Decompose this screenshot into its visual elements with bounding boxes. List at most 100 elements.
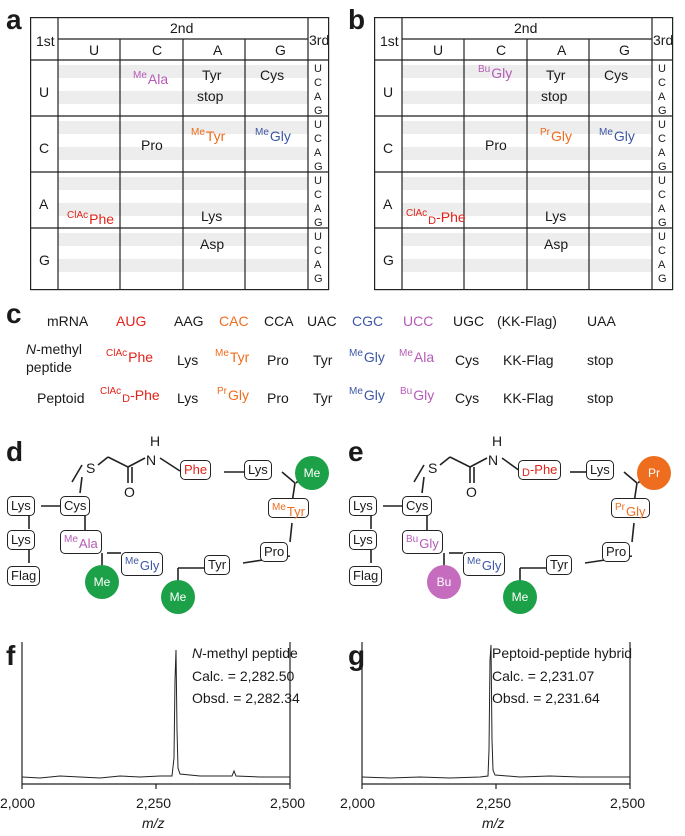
col-u-b: U <box>433 42 444 58</box>
panel-label-a: a <box>6 4 22 35</box>
pt-tyr: Tyr <box>313 390 333 406</box>
cell-a-stop: stop <box>197 88 224 104</box>
panel-label-d: d <box>6 436 24 467</box>
row-u: U <box>39 84 50 100</box>
cell-b-cys: Cys <box>604 67 629 83</box>
g-xtick-2000: 2,000 <box>340 795 376 811</box>
pt-pr-gly: PrGly <box>217 386 249 403</box>
spectrum-f-obsd: Obsd. = 2,282.34 <box>192 690 300 706</box>
row-g: G <box>39 252 50 268</box>
atom-s-d: S <box>86 460 96 476</box>
header-1st-b: 1st <box>380 33 399 49</box>
nm-pro: Pro <box>267 352 289 368</box>
node-e-tyr: Tyr <box>546 555 573 575</box>
bu-circle-e: Bu <box>427 565 461 599</box>
col-u: U <box>89 42 100 58</box>
codon-cgc: CGC <box>352 313 384 329</box>
header-3rd-b: 3rd <box>653 32 674 48</box>
codon-aag: AAG <box>174 313 204 329</box>
node-e-lys1: Lys <box>586 460 614 480</box>
codon-table-b <box>374 17 674 291</box>
codon-ucc: UCC <box>403 313 434 329</box>
node-d-flag: Flag <box>7 566 41 586</box>
node-e-pr-gly: PrGly <box>611 498 650 519</box>
atom-h-d: H <box>150 433 161 449</box>
cell-b-pro: Pro <box>485 137 507 153</box>
col-a: A <box>213 42 223 58</box>
row-a: A <box>39 196 49 212</box>
codon-cca: CCA <box>264 313 294 329</box>
spectrum-f-calc: Calc. = 2,282.50 <box>192 668 295 684</box>
pt-stop: stop <box>587 390 614 406</box>
cell-a-lys: Lys <box>201 208 223 224</box>
f-xlabel: m/z <box>142 815 165 831</box>
node-e-me-gly: MeGly <box>463 552 506 576</box>
col-c-b: C <box>496 42 507 58</box>
atom-s-e: S <box>428 460 438 476</box>
panel-label-g: g <box>348 640 366 671</box>
cell-b-me-gly: MeGly <box>599 127 635 144</box>
panel-label-e: e <box>348 436 364 467</box>
pt-pro: Pro <box>267 390 289 406</box>
header-2nd-b: 2nd <box>514 20 538 36</box>
atom-n-e: N <box>488 452 499 468</box>
atom-o-d: O <box>124 484 135 500</box>
f-xtick-2250: 2,250 <box>136 795 172 811</box>
row-u-b: U <box>383 84 394 100</box>
cell-a-clac-phe: ClAcPhe <box>67 210 115 227</box>
panel-label-f: f <box>6 640 16 671</box>
node-e-pro: Pro <box>602 542 631 562</box>
node-e-flag: Flag <box>349 566 383 586</box>
codon-ugc: UGC <box>453 313 485 329</box>
f-xtick-2000: 2,000 <box>0 795 36 811</box>
atom-h-e: H <box>492 433 503 449</box>
g-xtick-2500: 2,500 <box>610 795 646 811</box>
cell-b-clac-d-phe: ClAcD-Phe <box>406 208 466 227</box>
node-e-lys2: Lys <box>349 496 377 516</box>
codon-cac: CAC <box>219 313 249 329</box>
spectrum-f-plot <box>21 642 291 789</box>
nm-cys: Cys <box>455 352 480 368</box>
row-c-b: C <box>383 140 394 156</box>
codon-uac: UAC <box>307 313 337 329</box>
nm-me-gly: MeGly <box>349 348 385 365</box>
pt-d-phe: ClAcD-Phe <box>100 386 160 405</box>
pt-bu-gly: BuGly <box>400 386 435 403</box>
g-xlabel: m/z <box>482 815 505 831</box>
nm-me-ala: MeAla <box>399 348 435 365</box>
cell-a-cys: Cys <box>260 67 285 83</box>
node-d-lys2: Lys <box>7 496 35 516</box>
nm-kk-flag: KK-Flag <box>503 352 554 368</box>
cell-a-me-tyr: MeTyr <box>191 127 226 144</box>
node-d-phe: Phe <box>180 460 212 480</box>
spectrum-g-plot <box>361 642 631 789</box>
panel-label-b: b <box>348 4 366 35</box>
pt-lys: Lys <box>177 390 199 406</box>
col-g: G <box>275 42 286 58</box>
node-d-cys: Cys <box>60 496 91 516</box>
col-g-b: G <box>619 42 630 58</box>
cell-b-lys: Lys <box>545 208 567 224</box>
cell-b-asp: Asp <box>544 236 569 252</box>
spectrum-g-obsd: Obsd. = 2,231.64 <box>492 690 600 706</box>
cell-a-pro: Pro <box>141 137 163 153</box>
header-3rd: 3rd <box>309 32 330 48</box>
peptoid-label: Peptoid <box>37 390 85 406</box>
me-circle-d3: Me <box>161 580 195 614</box>
cell-a-me-ala: MeAla <box>133 70 169 87</box>
g-xtick-2250: 2,250 <box>476 795 512 811</box>
panel-label-c: c <box>6 298 22 329</box>
pt-cys: Cys <box>455 390 480 406</box>
node-d-lys1: Lys <box>244 460 272 480</box>
me-circle-d1: Me <box>295 456 329 490</box>
codon-kk-flag: (KK-Flag) <box>497 313 557 329</box>
codon-table-a <box>30 17 330 291</box>
cell-b-stop: stop <box>541 88 568 104</box>
header-1st: 1st <box>36 33 55 49</box>
pr-circle-e: Pr <box>637 456 671 490</box>
node-e-cys: Cys <box>402 496 433 516</box>
